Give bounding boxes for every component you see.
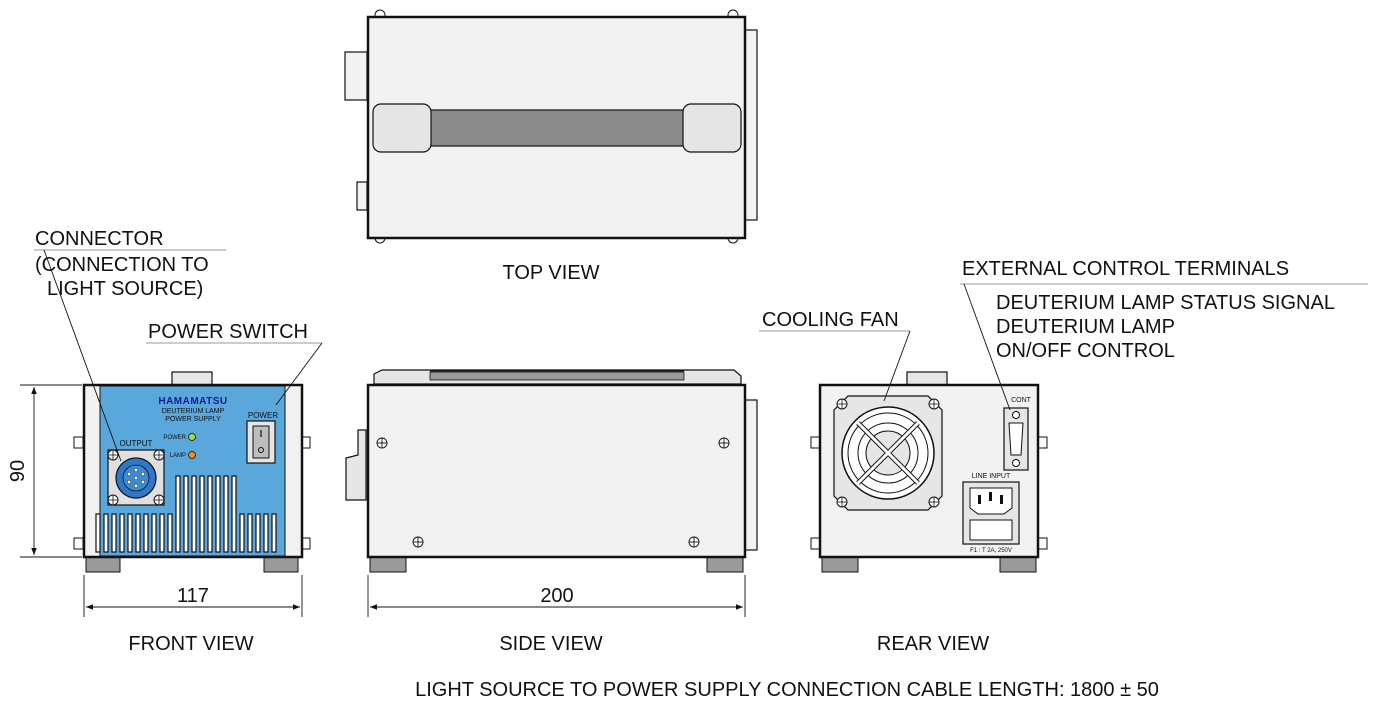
front-view-label: FRONT VIEW (128, 633, 253, 655)
cooling-fan (833, 395, 943, 511)
connector-label: CONNECTOR (35, 228, 164, 250)
ext-line2: DEUTERIUM LAMP (996, 316, 1175, 338)
cable-length-note: LIGHT SOURCE TO POWER SUPPLY CONNECTION … (415, 679, 1159, 701)
cont-terminal (1003, 407, 1029, 471)
connector-sub2: LIGHT SOURCE) (47, 278, 203, 300)
length-dimension: 200 (540, 585, 573, 607)
product-line2: POWER SUPPLY (165, 416, 221, 423)
line-input-label: LINE INPUT (972, 473, 1011, 480)
rear-view-label: REAR VIEW (877, 633, 989, 655)
width-dimension: 117 (177, 585, 209, 607)
external-control-callout: EXTERNAL CONTROL TERMINALS (962, 258, 1289, 280)
cooling-fan-callout: COOLING FAN (762, 309, 899, 331)
top-view-drawing (344, 9, 758, 244)
lamp-led-label: LAMP (170, 453, 186, 459)
side-view-drawing (345, 369, 758, 573)
side-view-label: SIDE VIEW (499, 633, 602, 655)
front-vents (95, 475, 277, 553)
line-input-socket (962, 481, 1020, 545)
top-view-label: TOP VIEW (502, 262, 599, 284)
cont-label: CONT (1011, 397, 1032, 404)
front-view-drawing (73, 371, 311, 573)
lamp-led (188, 451, 196, 459)
ext-line3: ON/OFF CONTROL (996, 340, 1175, 362)
product-line1: DEUTERIUM LAMP (162, 408, 225, 415)
power-led (188, 433, 196, 441)
output-label: OUTPUT (120, 439, 153, 448)
height-dimension: 90 (7, 460, 29, 482)
brand-logo: HAMAMATSU (158, 396, 227, 407)
fuse-label: F1 : T 2A, 250V (970, 548, 1012, 554)
ext-line1: DEUTERIUM LAMP STATUS SIGNAL (996, 292, 1335, 314)
power-switch-callout: POWER SWITCH (148, 321, 308, 343)
power-led-label: POWER (163, 435, 186, 441)
power-switch-label: POWER (248, 411, 278, 420)
connector-sub1: (CONNECTION TO (35, 254, 209, 276)
rear-view-drawing (810, 371, 1048, 573)
